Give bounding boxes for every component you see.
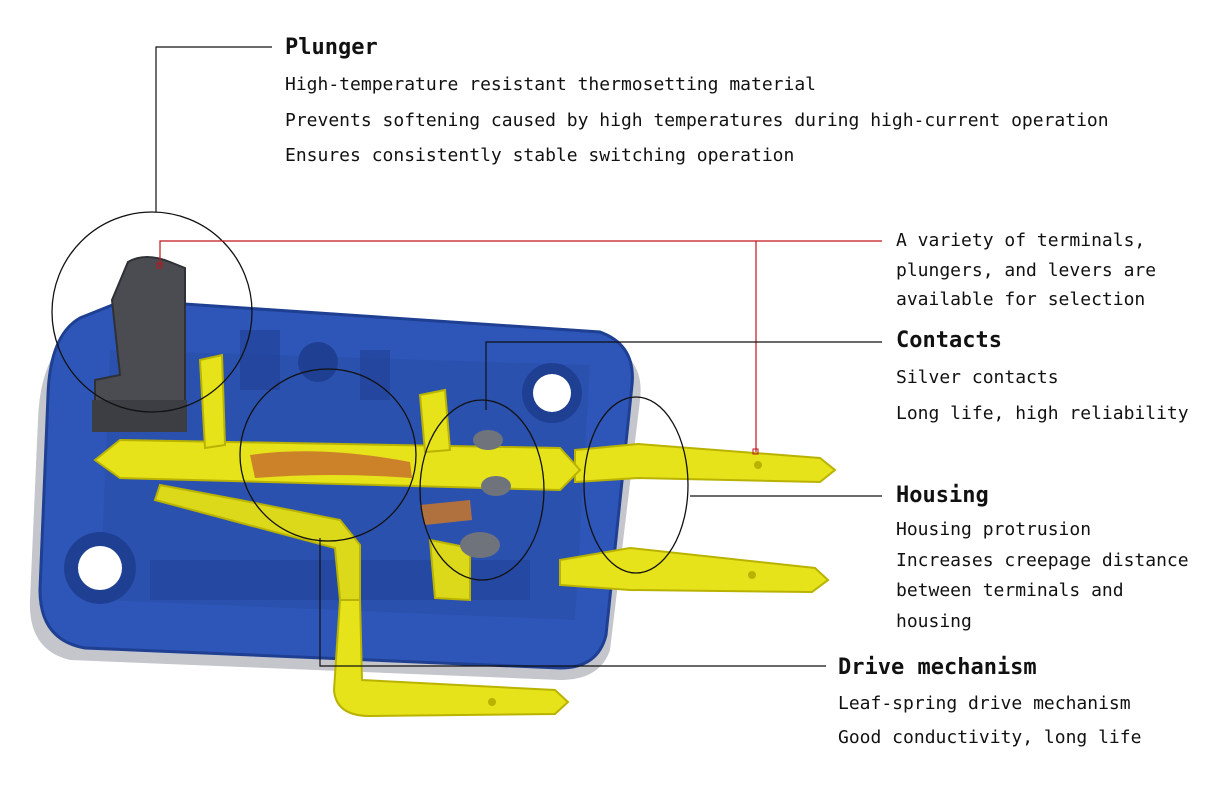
drive-highlight-circle [239, 368, 417, 542]
contacts-leader [485, 341, 882, 410]
terminal-bottom [332, 599, 570, 718]
terminal-hole [488, 698, 496, 706]
contacts-callout: Contacts Silver contacts Long life, high… [896, 328, 1189, 432]
plunger [94, 256, 186, 412]
mounting-hole-top-right [533, 374, 571, 412]
contacts-title: Contacts [896, 328, 1002, 353]
plunger-highlight-circle [51, 211, 253, 413]
drive-line: Leaf-spring drive mechanism [838, 693, 1131, 714]
housing-line: between terminals and [896, 580, 1124, 601]
leaf-spring-lower [420, 500, 472, 525]
contacts-line: Long life, high reliability [896, 403, 1189, 424]
terminal-top [574, 442, 837, 484]
variety-line: plungers, and levers are [896, 259, 1157, 281]
terminal-hole [754, 461, 762, 469]
plunger-line: High-temperature resistant thermosetting… [285, 74, 817, 95]
drive-callout: Drive mechanism Leaf-spring drive mechan… [838, 655, 1141, 755]
variety-callout: A variety of terminals, plungers, and le… [896, 226, 1156, 315]
housing-callout: Housing Housing protrusion Increases cre… [896, 483, 1189, 637]
drive-title: Drive mechanism [838, 655, 1037, 680]
upper-contact [473, 430, 503, 450]
lower-contact [460, 532, 500, 558]
contacts-line: Silver contacts [896, 367, 1059, 388]
variety-leader-marker [156, 262, 163, 269]
mounting-hole-center [298, 342, 338, 382]
moving-contact [481, 476, 511, 496]
contact-bracket [418, 388, 452, 454]
plunger-title: Plunger [285, 35, 378, 60]
variety-leader [159, 240, 882, 266]
housing-highlight-circle [583, 396, 689, 574]
variety-leader-marker [752, 448, 759, 455]
variety-line: available for selection [896, 289, 1146, 310]
lower-bus-bar [153, 483, 361, 601]
terminal-hole [748, 571, 756, 579]
terminal-middle [559, 546, 830, 594]
plunger-base [92, 400, 187, 432]
drive-line: Good conductivity, long life [838, 727, 1142, 748]
plunger-line: Ensures consistently stable switching op… [285, 145, 795, 166]
plunger-line: Prevents softening caused by high temper… [285, 109, 1109, 131]
housing-title: Housing [896, 483, 989, 508]
upper-bracket [198, 353, 227, 450]
housing-line: Housing protrusion [896, 519, 1092, 540]
housing-line: housing [896, 610, 972, 632]
contacts-highlight-circle [419, 399, 545, 581]
drive-leader [319, 538, 826, 667]
variety-line: A variety of terminals, [896, 230, 1146, 251]
lower-contact-bracket [428, 538, 471, 602]
plunger-leader [155, 46, 272, 212]
housing-rib [360, 350, 390, 400]
mounting-hole-bottom-left [78, 546, 122, 590]
housing-line: Increases creepage distance [896, 549, 1189, 571]
leaf-spring [250, 451, 412, 478]
housing-rib [240, 330, 280, 390]
plunger-callout: Plunger High-temperature resistant therm… [285, 35, 1109, 174]
